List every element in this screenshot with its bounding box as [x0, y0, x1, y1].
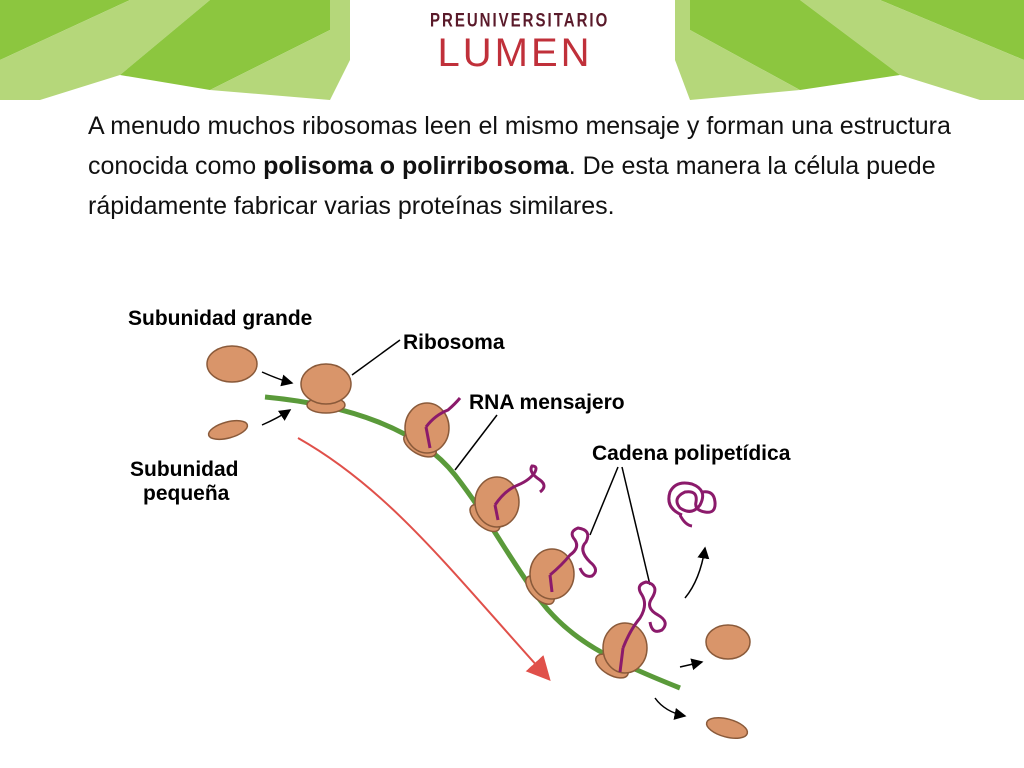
ribosome-4 — [525, 526, 597, 605]
released-small-subunit — [705, 716, 749, 740]
chain-1 — [424, 397, 462, 428]
label-small-subunit-line2: pequeña — [143, 482, 230, 505]
body-paragraph: A menudo muchos ribosomas leen el mismo … — [88, 106, 1008, 226]
ribosome-3 — [469, 464, 546, 533]
released-chain — [667, 481, 717, 528]
release-arrow-chain — [684, 546, 710, 599]
paragraph-part1: A menudo muchos ribosomas leen el mismo … — [88, 112, 951, 180]
mrna-strand — [264, 394, 681, 691]
free-small-subunit — [207, 419, 249, 441]
chain-pointer-2 — [621, 466, 651, 586]
incoming-arrow-large — [261, 371, 294, 387]
header-decoration — [0, 0, 1024, 100]
paragraph-bold-term: polisoma o polirribosoma — [263, 152, 569, 180]
polysome-diagram: Subunidad grande Ribosoma RNA mensajero … — [128, 307, 791, 740]
chain-3 — [549, 526, 597, 578]
direction-arrow — [297, 437, 551, 681]
logo-main-text: LUMEN — [437, 31, 593, 75]
release-arrow-small — [654, 697, 687, 720]
incoming-arrow-small — [261, 409, 292, 426]
label-polypeptide-chain: Cadena polipetídica — [592, 442, 791, 465]
release-arrow-large — [679, 658, 704, 671]
ribosome-pointer — [351, 339, 401, 376]
ribosome-1 — [300, 363, 352, 414]
mrna-pointer — [454, 414, 498, 471]
logo-top-text: PREUNIVERSITARIO — [430, 9, 610, 32]
label-ribosome: Ribosoma — [403, 331, 505, 354]
lumen-logo: PREUNIVERSITARIO LUMEN — [430, 8, 610, 78]
chain-pointer-1 — [589, 466, 619, 536]
ribosome-5 — [595, 580, 667, 679]
paragraph-part2: . De esta manera la célula puede rápidam… — [88, 152, 936, 220]
chain-4 — [621, 580, 667, 649]
free-large-subunit — [206, 345, 258, 383]
label-mrna: RNA mensajero — [469, 391, 625, 414]
ribosome-2 — [403, 397, 462, 458]
label-small-subunit-line1: Subunidad — [130, 458, 239, 481]
chain-2 — [493, 464, 546, 506]
released-large-subunit — [705, 624, 751, 660]
label-large-subunit: Subunidad grande — [128, 307, 312, 330]
